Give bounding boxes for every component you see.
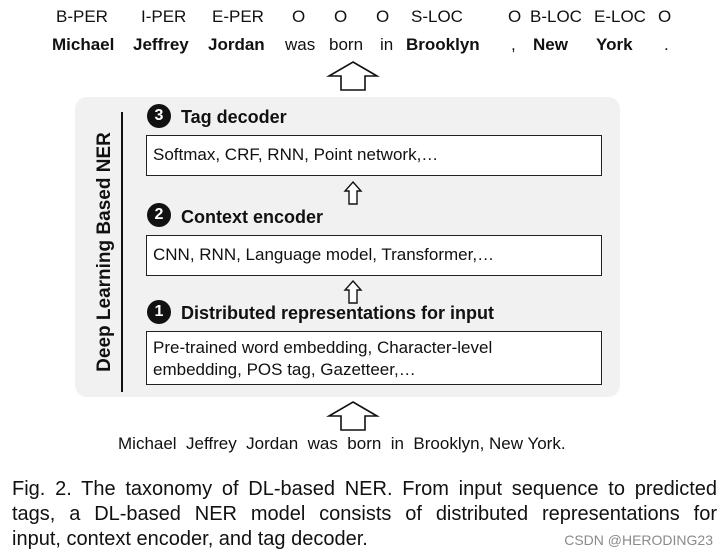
stage-title: Context encoder — [181, 207, 324, 227]
caption-line: input, context encoder, and tag decoder. — [12, 528, 368, 550]
stage-number-badge: 1 — [147, 300, 171, 324]
context-encoder-box: CNN, RNN, Language model, Transformer,… — [146, 235, 602, 276]
stage-methods: embedding, POS tag, Gazetteer,… — [153, 360, 416, 379]
stage-methods: Softmax, CRF, RNN, Point network,… — [153, 145, 439, 164]
entity-token: Michael — [52, 35, 115, 54]
side-divider — [121, 112, 123, 392]
stage-methods: Pre-trained word embedding, Character-le… — [153, 338, 493, 357]
small-up-arrow-icon — [343, 279, 363, 304]
plain-token: . — [664, 35, 669, 54]
output-arrow-icon — [326, 61, 380, 91]
entity-token: Jordan — [208, 35, 265, 54]
tag-label: O — [376, 7, 390, 26]
tag-label: O — [508, 7, 522, 26]
tag-label: B-PER — [56, 7, 108, 26]
stage-methods: CNN, RNN, Language model, Transformer,… — [153, 245, 495, 264]
plain-token: , — [511, 35, 516, 54]
plain-token: was — [285, 35, 316, 54]
tag-label: S-LOC — [411, 7, 463, 26]
figure-caption: Fig. 2. The taxonomy of DL-based NER. Fr… — [12, 477, 717, 552]
input-arrow-icon — [326, 401, 380, 431]
watermark: CSDN @HERODING23 — [564, 532, 713, 548]
caption-line: Fig. 2. The taxonomy of DL-based NER. Fr… — [12, 478, 717, 500]
stage-number-badge: 3 — [147, 104, 171, 128]
tag-decoder-box: Softmax, CRF, RNN, Point network,… — [146, 135, 602, 176]
plain-token: in — [380, 35, 394, 54]
small-up-arrow-icon — [343, 180, 363, 205]
stage-title: Distributed representations for input — [181, 303, 495, 323]
tag-label: E-PER — [212, 7, 264, 26]
entity-token: York — [596, 35, 633, 54]
tag-label: I-PER — [141, 7, 187, 26]
tag-label: B-LOC — [530, 7, 582, 26]
tag-label: O — [334, 7, 348, 26]
tag-label: E-LOC — [594, 7, 646, 26]
entity-token: New — [533, 35, 568, 54]
entity-token: Brooklyn — [406, 35, 480, 54]
tag-label: O — [658, 7, 672, 26]
input-sentence: Michael Jeffrey Jordan was born in Brook… — [118, 434, 566, 453]
stage-title: Tag decoder — [181, 107, 287, 127]
caption-line: tags, a DL-based NER model consists of d… — [12, 503, 717, 525]
entity-token: Jeffrey — [133, 35, 189, 54]
tag-label: O — [292, 7, 306, 26]
input-representation-box: Pre-trained word embedding, Character-le… — [146, 331, 602, 385]
plain-token: born — [329, 35, 364, 54]
stage-number-badge: 2 — [147, 203, 171, 227]
